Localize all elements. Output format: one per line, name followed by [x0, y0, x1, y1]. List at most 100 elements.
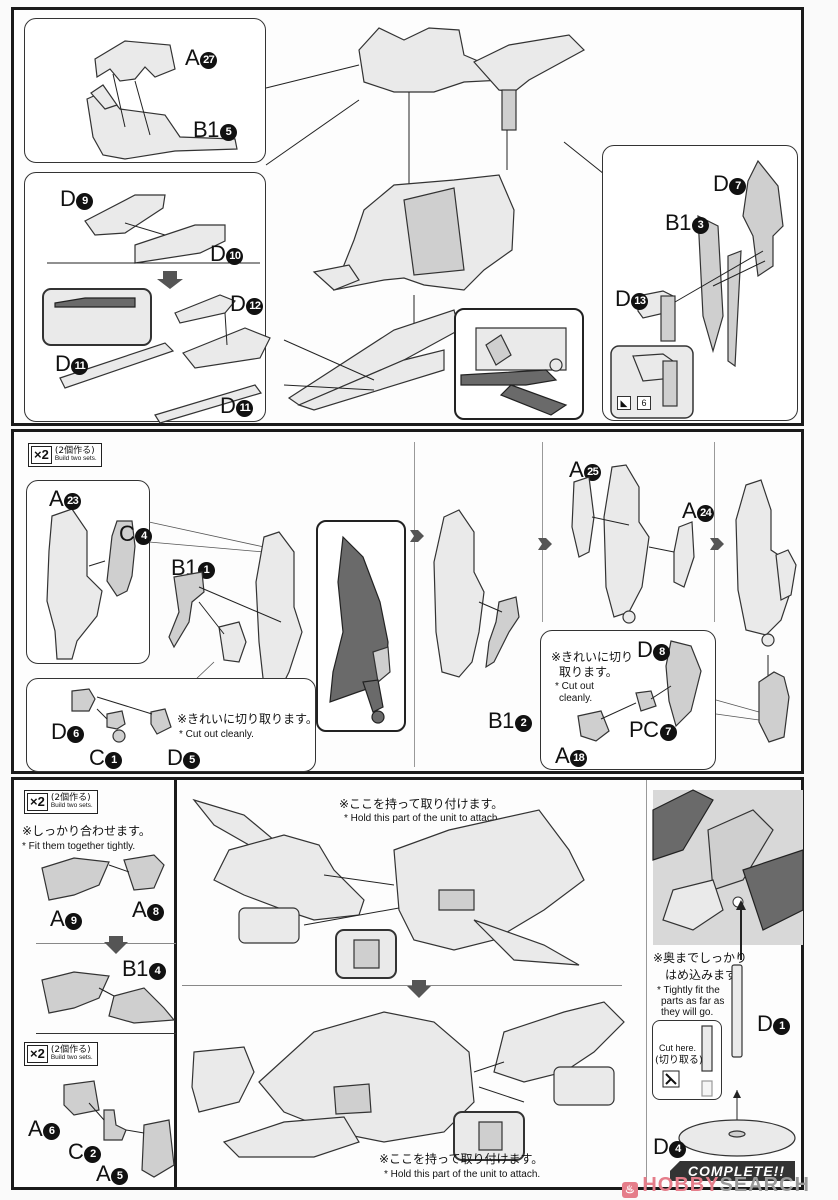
- leg-rear-drawing: [329, 535, 391, 724]
- multiplier-label: ×2: [31, 446, 52, 464]
- step-arrow-icon: [710, 538, 724, 550]
- part-a27-drawing: [86, 40, 238, 160]
- stand-arrow-icon: [736, 900, 746, 960]
- part-a9-a8-drawing: [41, 854, 165, 901]
- detail-callout-leg-rear: [316, 520, 406, 732]
- multiplier-label: ×2: [27, 1045, 48, 1063]
- divider: [36, 1033, 176, 1034]
- cut-here-label-jp: (切り取る): [655, 1055, 703, 1066]
- left-column: ×2 (2個作る) Build two sets. ※しっかり合わせます。 * …: [14, 780, 177, 1187]
- down-arrow-icon: [104, 936, 128, 954]
- badge-jp-text: (2個作る): [50, 1045, 91, 1056]
- connector-detail-drawing: [460, 327, 568, 416]
- stand-base-drawing: [678, 1090, 796, 1157]
- stand-pole-drawing: [731, 964, 743, 1058]
- cut-cleanly-note-en-2: cleanly.: [559, 693, 593, 704]
- watermark: ♨HOBBYSEARCH: [622, 1174, 810, 1198]
- watermark-brand-b: SEARCH: [719, 1174, 810, 1196]
- down-arrow-icon: [407, 980, 431, 998]
- fit-far-note-en-2: parts as far as: [661, 996, 725, 1007]
- cut-cleanly-note-jp-1: ※きれいに切り: [551, 650, 634, 664]
- complete-banner: COMPLETE!!: [669, 1161, 795, 1181]
- hold-part-note-bottom-jp: ※ここを持って取り付けます。: [379, 1152, 544, 1166]
- fit-far-note-en-3: they will go.: [661, 1007, 714, 1018]
- cut-pole-drawing: [701, 1025, 713, 1097]
- cut-cleanly-note-en: * Cut out cleanly.: [179, 729, 254, 740]
- part-d7-b13-d13-drawing: [610, 159, 784, 419]
- fit-far-note-jp-2: はめ込みます。: [665, 968, 748, 982]
- step-arrow-icon: [538, 538, 552, 550]
- part-d8-pc7-a18-drawing: [577, 640, 702, 742]
- nipper-icon: [662, 1070, 680, 1088]
- part-b14-drawing: [41, 971, 176, 1024]
- build-two-sets-badge: ×2 (2個作る) Build two sets.: [24, 790, 98, 814]
- final-assembly-step1-drawing: [192, 798, 585, 979]
- cut-cleanly-note-en-1: * Cut out: [555, 681, 594, 692]
- cut-here-label: Cut here.: [659, 1043, 697, 1053]
- part-a23-c4-drawing: [46, 508, 136, 660]
- main-unit-assembly-drawing: [265, 27, 610, 411]
- badge-en-text: Build two sets.: [54, 455, 97, 463]
- fit-tightly-note-en: * Fit them together tightly.: [22, 841, 136, 852]
- step-arrow-icon: [410, 530, 424, 542]
- badge-en-text: Build two sets.: [50, 802, 93, 810]
- part-d9-d10-drawing: [42, 194, 271, 424]
- cut-cleanly-note-jp-2: 取ります。: [559, 665, 618, 679]
- stand-attachment-detail-drawing: [652, 789, 804, 945]
- sticker-number: 6: [637, 396, 651, 410]
- build-two-sets-badge: ×2 (2個作る) Build two sets.: [28, 443, 102, 467]
- part-d6-c1-d5-drawing: [71, 688, 172, 743]
- badge-jp-text: (2個作る): [54, 446, 95, 457]
- leg-step1-drawing: [148, 521, 303, 701]
- ankle-assembly-drawing: [715, 671, 790, 743]
- divider: [182, 985, 622, 986]
- sticker-icon: ◣: [617, 396, 631, 410]
- cut-cleanly-note-jp: ※きれいに切り取ります。: [177, 712, 318, 726]
- badge-jp-text: (2個作る): [50, 793, 91, 804]
- divider: [414, 442, 415, 767]
- leg-step2-drawing: [433, 509, 520, 678]
- step-panel-3: ×2 (2個作る) Build two sets. ※しっかり合わせます。 * …: [11, 777, 804, 1190]
- badge-en-text: Build two sets.: [50, 1054, 93, 1062]
- hold-part-note-top-en: * Hold this part of the unit to attach.: [344, 813, 501, 824]
- divider: [714, 442, 715, 622]
- cut-here-detail-box: Cut here. (切り取る): [652, 1020, 722, 1100]
- final-assembly-step2-drawing: [191, 1001, 625, 1161]
- fit-far-note-jp-1: ※奥までしっかり: [653, 951, 748, 965]
- hobby-search-logo-icon: ♨: [622, 1182, 639, 1198]
- part-a6-c2-a5-drawing: [63, 1080, 175, 1178]
